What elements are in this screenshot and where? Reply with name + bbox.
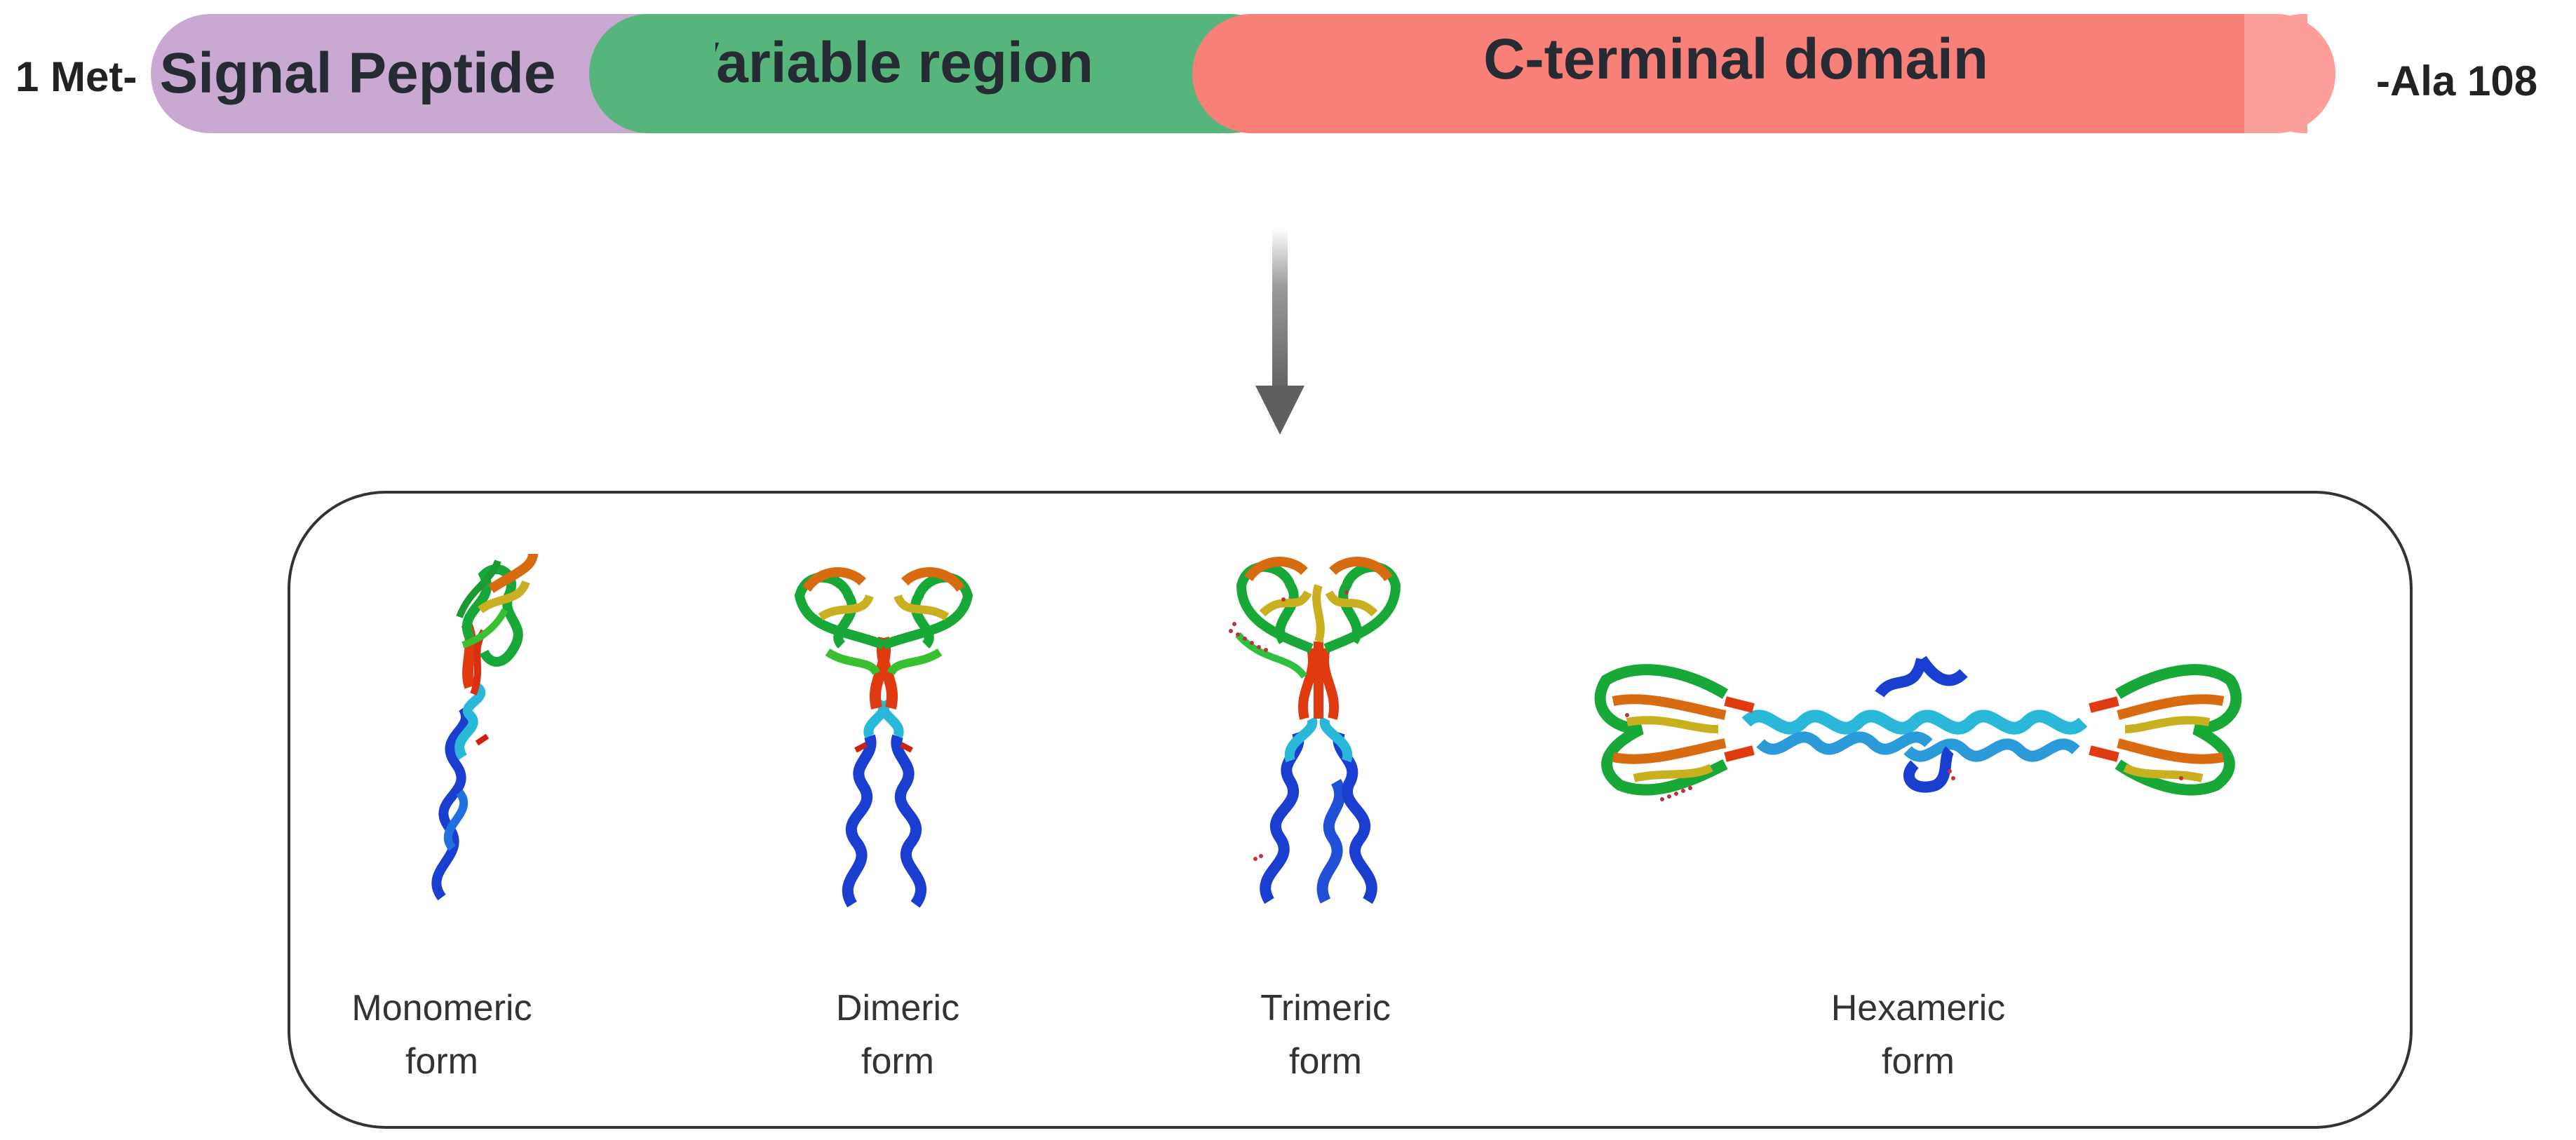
monomeric-form-caption: Monomeric form: [330, 982, 554, 1088]
hexameric-caption-line2: form: [1882, 1041, 1955, 1082]
c-terminal-domain-segment: C-terminal domain: [1192, 14, 2335, 133]
signal-peptide-label: Signal Peptide: [159, 41, 556, 105]
trimeric-caption-line1: Trimeric: [1260, 988, 1391, 1029]
monomeric-caption-line2: form: [405, 1041, 478, 1082]
variable-region-label: Variable region: [681, 31, 1093, 95]
c-terminal-domain-label: C-terminal domain: [1483, 27, 1988, 91]
dimeric-form-caption: Dimeric form: [793, 982, 1003, 1088]
n-terminus-label: 1 Met-: [15, 53, 137, 100]
monomeric-caption-line1: Monomeric: [351, 988, 532, 1029]
c-terminal-left-cap: [1192, 14, 1333, 133]
down-arrow-icon: [1255, 228, 1304, 435]
dimer-structure-icon: [794, 567, 973, 908]
dimeric-caption-line2: form: [861, 1041, 934, 1082]
variable-region-left-cap: [589, 14, 715, 133]
dimeric-caption-line1: Dimeric: [835, 988, 960, 1029]
hexameric-form-caption: Hexameric form: [1802, 982, 2034, 1088]
monomer-structure-icon: [431, 552, 538, 901]
hexameric-caption-line1: Hexameric: [1830, 988, 2006, 1029]
trimeric-caption-line2: form: [1289, 1041, 1362, 1082]
hexamer-structure-icon: [1594, 656, 2242, 801]
c-terminus-label: -Ala 108: [2376, 57, 2538, 104]
trimer-structure-icon: [1229, 557, 1401, 904]
trimeric-form-caption: Trimeric form: [1220, 982, 1431, 1088]
